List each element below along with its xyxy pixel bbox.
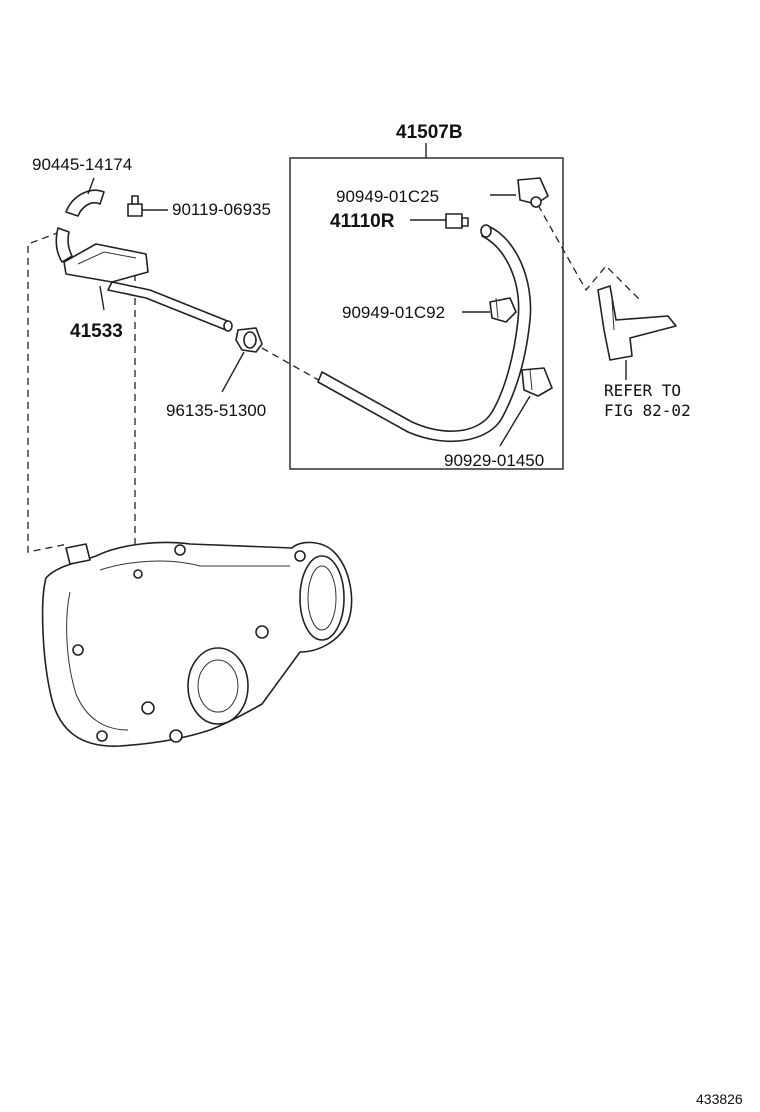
dashed-connector-refer [537, 204, 641, 301]
label-grommet-96135-51300: 96135-51300 [166, 401, 266, 420]
dashed-connector-left [27, 231, 69, 553]
bolt-90119-06935 [127, 195, 168, 217]
label-hose-90445-14174: 90445-14174 [32, 155, 132, 174]
grommet-96135-51300 [221, 327, 263, 393]
label-refer-line1: REFER TO [604, 381, 681, 400]
label-plug-41110R: 41110R [330, 211, 395, 232]
clip-90929-01450 [499, 367, 553, 447]
label-bolt-90119-06935: 90119-06935 [172, 200, 271, 219]
hose-main [317, 224, 532, 443]
dashed-connector-grommet [261, 347, 323, 383]
label-pipe-41533: 41533 [70, 321, 123, 342]
bracket-refer [597, 285, 677, 380]
hose-90445-14174 [55, 177, 105, 263]
clip-90949-01C92 [462, 297, 517, 323]
label-diagram-id: 433826 [696, 1091, 743, 1107]
pipe-41533 [63, 243, 233, 332]
clip-90949-01C25 [490, 177, 549, 208]
label-assembly-41507B: 41507B [396, 122, 463, 143]
label-refer-line2: FIG 82-02 [604, 401, 691, 420]
label-clip-90929-01450: 90929-01450 [444, 451, 544, 470]
label-clip-90949-01C25: 90949-01C25 [336, 187, 439, 206]
differential-housing [41, 541, 353, 747]
plug-41110R [410, 213, 469, 229]
label-clip-90949-01C92: 90949-01C92 [342, 303, 445, 322]
